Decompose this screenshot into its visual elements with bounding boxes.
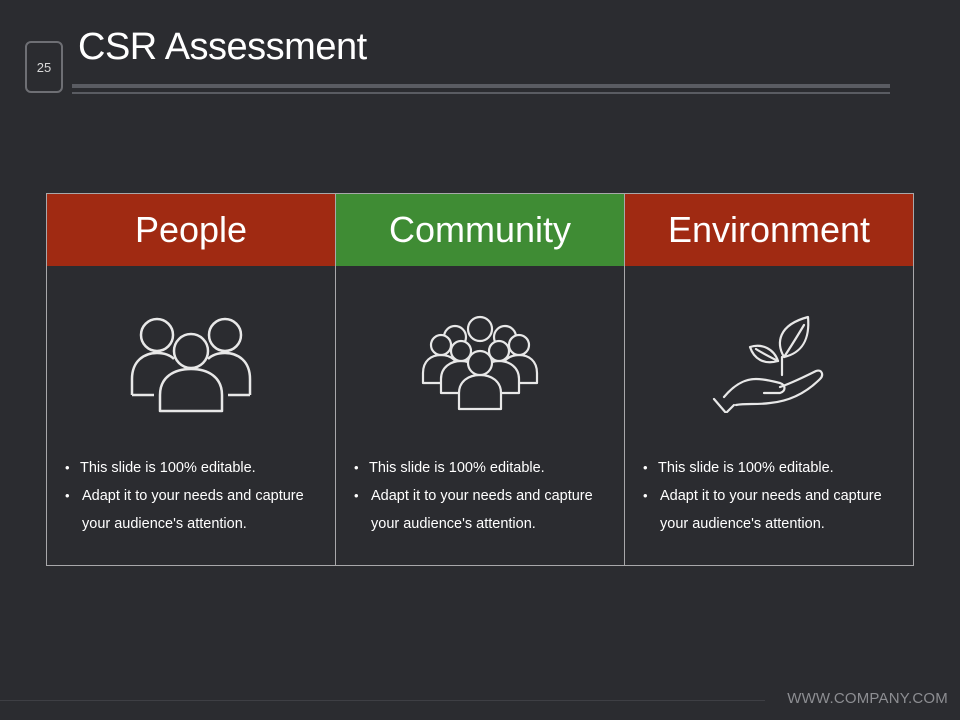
column-community: Community xyxy=(336,193,625,566)
column-heading: Community xyxy=(388,209,572,250)
csr-table: People This slide is 1 xyxy=(46,193,914,566)
people-group-icon xyxy=(130,317,252,413)
column-body: This slide is 100% editable. Adapt it to… xyxy=(336,266,624,565)
bullet-list: This slide is 100% editable. Adapt it to… xyxy=(65,454,329,538)
column-heading: Environment xyxy=(667,209,871,250)
bullet-item: Adapt it to your needs and capture your … xyxy=(65,482,330,538)
bullet-item: This slide is 100% editable. xyxy=(643,454,907,482)
community-crowd-icon xyxy=(421,315,539,411)
column-header-environment: Environment xyxy=(625,194,913,266)
column-heading: People xyxy=(134,209,248,250)
bullet-item: Adapt it to your needs and capture your … xyxy=(354,482,619,538)
slide-number-badge: 25 xyxy=(25,41,63,93)
column-body: This slide is 100% editable. Adapt it to… xyxy=(625,266,913,565)
page-title: CSR Assessment xyxy=(78,26,367,68)
column-header-people: People xyxy=(47,194,335,266)
footer-divider xyxy=(0,700,765,701)
title-divider-thin xyxy=(72,92,890,94)
column-people: People This slide is 1 xyxy=(46,193,336,566)
slide-number: 25 xyxy=(36,59,52,75)
bullet-item: Adapt it to your needs and capture your … xyxy=(643,482,908,538)
bullet-list: This slide is 100% editable. Adapt it to… xyxy=(643,454,907,538)
footer-url: WWW.COMPANY.COM xyxy=(787,690,948,707)
hand-plant-icon xyxy=(712,315,824,413)
bullet-list: This slide is 100% editable. Adapt it to… xyxy=(354,454,618,538)
column-body: This slide is 100% editable. Adapt it to… xyxy=(47,266,335,565)
bullet-item: This slide is 100% editable. xyxy=(354,454,618,482)
title-divider xyxy=(72,84,890,88)
bullet-item: This slide is 100% editable. xyxy=(65,454,329,482)
column-header-community: Community xyxy=(336,194,624,266)
column-environment: Environment This slide is 100% ed xyxy=(625,193,914,566)
